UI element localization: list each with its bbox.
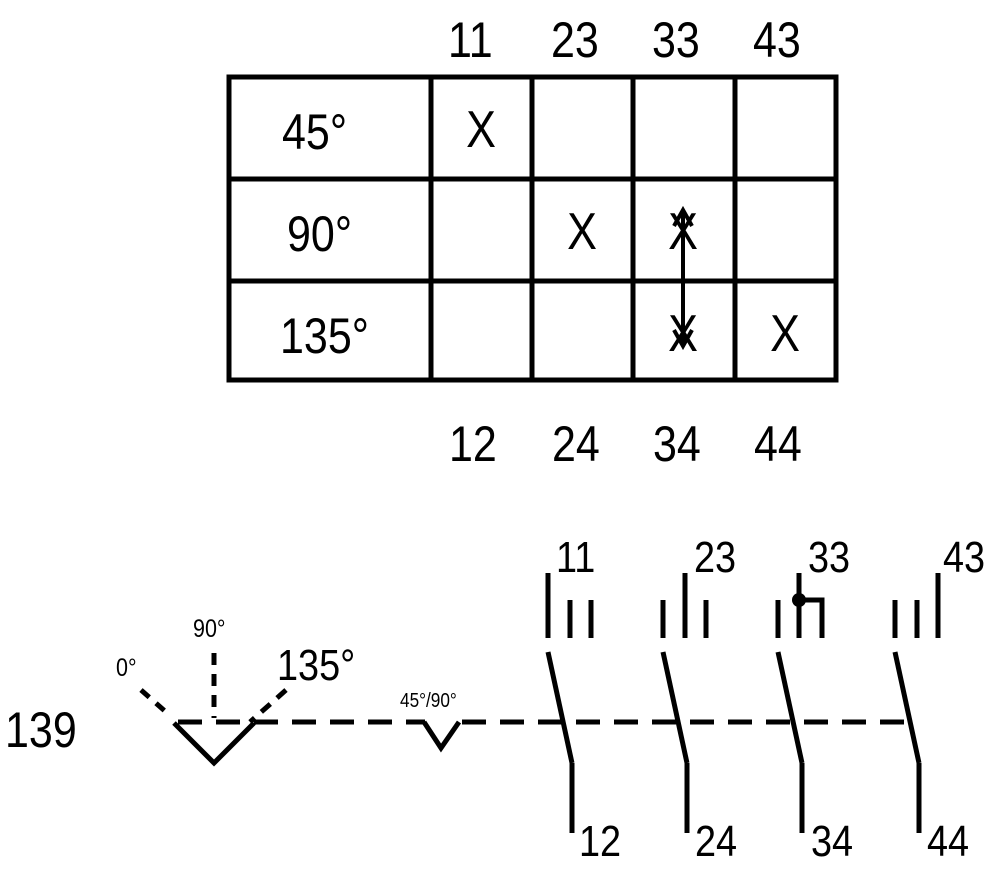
table-top-terminal-11: 11 [448,12,493,68]
position-135-line [248,688,288,724]
table-mark: X [770,305,800,363]
table-mark [539,284,625,384]
table-mark [438,284,524,384]
position-label-90: 90° [193,615,226,643]
contact-blocks [545,573,941,833]
linked-contact-arrow [672,205,694,351]
contact-bottom-terminal-44: 44 [927,817,970,866]
contact-bottom-terminal-34: 34 [811,817,854,866]
contact-top-terminal-33: 33 [808,533,851,582]
detent-label: 45°/90° [400,690,457,712]
detent-notch [421,720,462,753]
table-bottom-terminal-34: 34 [653,416,701,472]
contact-11-12 [545,573,594,833]
table-mark [539,80,625,180]
table-bottom-terminal-44: 44 [754,416,802,472]
contact-43-44 [892,573,941,833]
mechanical-linkage [178,719,916,753]
switching-table-grid [226,74,839,383]
switch-id-label: 139 [5,702,77,758]
contact-23-24 [660,573,709,833]
table-row-angle-90: 90° [287,206,353,262]
table-mark: X [567,203,597,261]
contact-top-terminal-43: 43 [943,533,986,582]
actuator-symbol [139,653,288,767]
table-row-angle-135: 135° [280,308,369,364]
contact-bottom-terminal-24: 24 [695,817,738,866]
position-label-0: 0° [116,654,137,682]
contact-bottom-terminal-12: 12 [579,817,622,866]
table-bottom-terminal-24: 24 [552,416,600,472]
contact-top-terminal-23: 23 [694,533,737,582]
junction-dot [792,593,806,607]
table-top-terminal-33: 33 [652,12,700,68]
position-0-line [139,688,168,714]
table-mark: X [668,203,698,261]
table-mark [742,182,828,282]
actuator-handle [172,721,256,767]
table-mark [742,80,828,180]
table-bottom-terminal-12: 12 [449,416,497,472]
table-mark: X [668,305,698,363]
position-label-135: 135° [277,641,356,690]
table-row-angle-45: 45° [282,104,348,160]
table-mark: X [466,101,496,159]
table-mark [640,80,726,180]
table-mark [438,182,524,282]
contact-33-34 [775,573,825,833]
table-top-terminal-43: 43 [753,12,801,68]
table-top-terminal-23: 23 [551,12,599,68]
contact-top-terminal-11: 11 [556,533,596,582]
